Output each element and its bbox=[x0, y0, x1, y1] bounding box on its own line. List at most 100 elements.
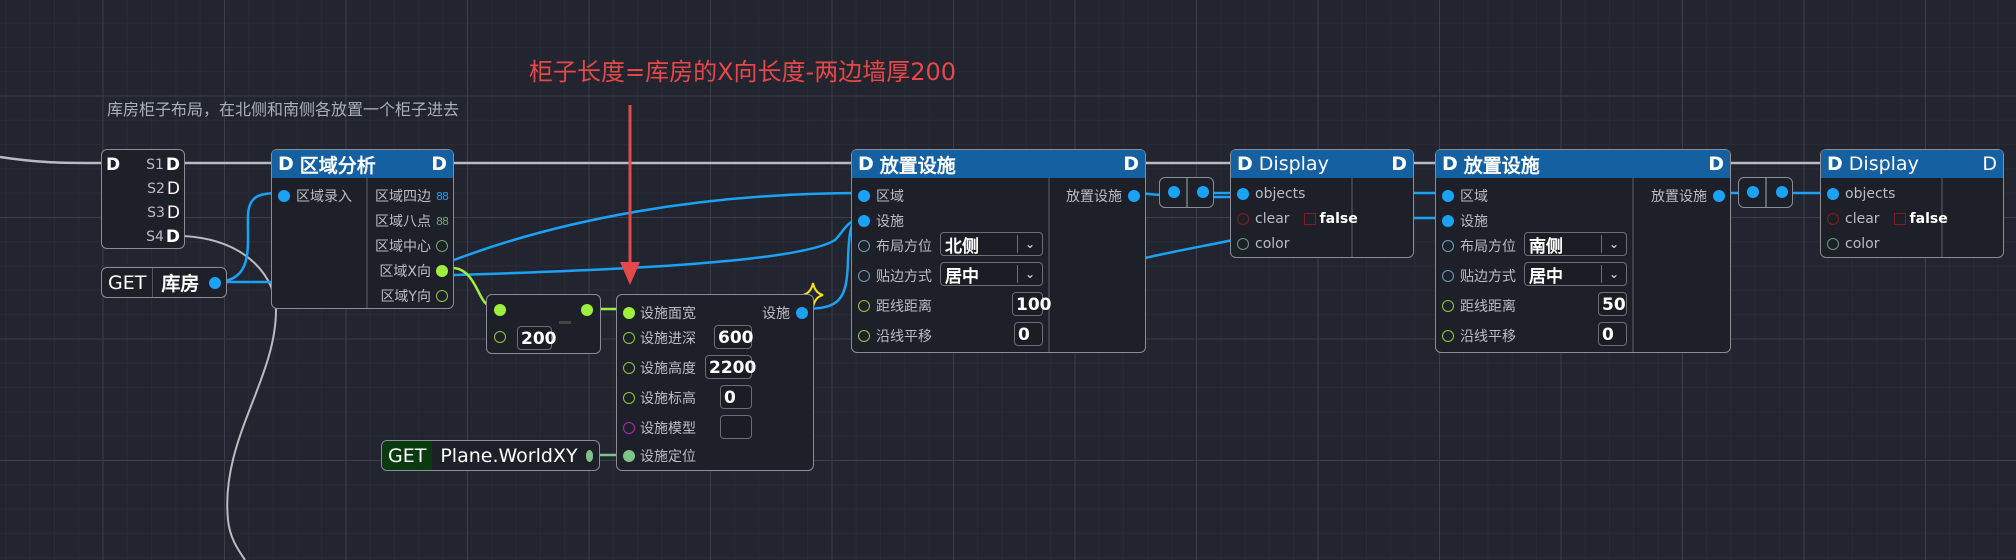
input-port[interactable] bbox=[1442, 330, 1454, 342]
chevron-down-icon[interactable]: ⌄ bbox=[1601, 235, 1626, 253]
shift-input[interactable]: 0 bbox=[1014, 322, 1043, 346]
input-port[interactable] bbox=[1442, 190, 1454, 202]
flow-in-icon[interactable]: D bbox=[106, 155, 121, 175]
input-facility-elevation[interactable]: 设施标高 bbox=[623, 388, 696, 408]
facility-elevation-input[interactable]: 0 bbox=[720, 385, 752, 409]
chevron-down-icon[interactable]: ⌄ bbox=[1017, 235, 1042, 253]
layout-select[interactable]: 北侧⌄ bbox=[940, 232, 1043, 257]
input-region-entry[interactable]: 区域录入 bbox=[278, 186, 352, 206]
edge-select[interactable]: 居中⌄ bbox=[1524, 262, 1627, 287]
input-facility-model[interactable]: 设施模型 bbox=[623, 418, 696, 438]
input-port[interactable] bbox=[623, 307, 635, 319]
flow-out-icon[interactable]: D bbox=[431, 153, 447, 175]
input-facility-width[interactable]: 设施面宽 bbox=[623, 303, 696, 323]
input-port[interactable] bbox=[623, 392, 635, 404]
input-edge[interactable]: 贴边方式 bbox=[858, 266, 932, 286]
subtract-value-input[interactable]: 200 bbox=[517, 326, 557, 350]
shift-input[interactable]: 0 bbox=[1598, 322, 1627, 346]
distance-input[interactable]: 50 bbox=[1598, 292, 1627, 316]
get-room-output-port[interactable] bbox=[209, 276, 221, 289]
flow-out-icon[interactable]: D bbox=[1123, 153, 1139, 175]
input-shift[interactable]: 沿线平移 bbox=[858, 326, 932, 346]
input-region[interactable]: 区域 bbox=[1442, 186, 1488, 206]
input-port[interactable] bbox=[623, 422, 635, 434]
output-port[interactable] bbox=[436, 265, 448, 277]
relay-input-port[interactable] bbox=[1168, 186, 1180, 198]
input-distance[interactable]: 距线距离 bbox=[1442, 296, 1516, 316]
display-1-header[interactable]: D Display D bbox=[1231, 150, 1413, 178]
subtract-node[interactable]: 200 bbox=[486, 294, 601, 354]
flow-in-icon[interactable]: D bbox=[858, 153, 874, 175]
output-region-y[interactable]: 区域Y向 bbox=[380, 286, 448, 306]
input-region[interactable]: 区域 bbox=[858, 186, 904, 206]
input-port[interactable] bbox=[858, 190, 870, 202]
layout-select[interactable]: 南侧⌄ bbox=[1524, 232, 1627, 257]
flow-in-icon[interactable]: D bbox=[1237, 153, 1253, 175]
relay-node[interactable] bbox=[1159, 177, 1214, 208]
flow-in-icon[interactable]: D bbox=[1827, 153, 1843, 175]
output-facility[interactable]: 设施 bbox=[762, 303, 808, 323]
input-layout[interactable]: 布局方位 bbox=[858, 236, 932, 256]
output-port[interactable] bbox=[436, 240, 448, 252]
list-port-icon[interactable]: 88 bbox=[436, 214, 449, 228]
output-port[interactable] bbox=[1713, 190, 1725, 202]
flow-out-icon[interactable]: D bbox=[1391, 153, 1407, 175]
output-port[interactable] bbox=[1128, 190, 1140, 202]
get-plane-node[interactable]: GET Plane.WorldXY bbox=[381, 440, 600, 471]
input-objects[interactable]: objects bbox=[1237, 186, 1305, 202]
place-south-node[interactable]: D 放置设施 D 放置设施 区域 设施 布局方位 南侧⌄ 贴边方式 居中⌄ 距线… bbox=[1435, 149, 1731, 353]
input-port[interactable] bbox=[1442, 300, 1454, 312]
flow-in-icon[interactable]: D bbox=[1442, 153, 1458, 175]
place-south-header[interactable]: D 放置设施 D bbox=[1436, 150, 1730, 178]
facility-height-input[interactable]: 2200 bbox=[705, 355, 756, 379]
input-port[interactable] bbox=[1827, 238, 1839, 250]
relay-output-port[interactable] bbox=[1197, 186, 1209, 198]
input-port[interactable] bbox=[1827, 188, 1839, 200]
output-placed[interactable]: 放置设施 bbox=[1066, 186, 1140, 206]
input-shift[interactable]: 沿线平移 bbox=[1442, 326, 1516, 346]
region-analysis-header[interactable]: D 区域分析 D bbox=[272, 150, 453, 178]
place-north-node[interactable]: D 放置设施 D 放置设施 区域 设施 布局方位 北侧⌄ 贴边方式 居中⌄ 距线… bbox=[851, 149, 1146, 353]
get-plane-output-port[interactable] bbox=[585, 449, 593, 462]
input-port[interactable] bbox=[1442, 215, 1454, 227]
input-distance[interactable]: 距线距离 bbox=[858, 296, 932, 316]
input-port[interactable] bbox=[1442, 240, 1454, 252]
input-layout[interactable]: 布局方位 bbox=[1442, 236, 1516, 256]
edge-select[interactable]: 居中⌄ bbox=[940, 262, 1043, 287]
input-edge[interactable]: 贴边方式 bbox=[1442, 266, 1516, 286]
place-north-header[interactable]: D 放置设施 D bbox=[852, 150, 1145, 178]
input-facility-depth[interactable]: 设施进深 bbox=[623, 328, 696, 348]
input-facility-height[interactable]: 设施高度 bbox=[623, 358, 696, 378]
clear-checkbox[interactable] bbox=[1893, 213, 1906, 225]
relay-input-port[interactable] bbox=[1747, 186, 1759, 198]
facility-model-input[interactable] bbox=[720, 415, 752, 439]
input-port[interactable] bbox=[1237, 213, 1249, 225]
relay-node[interactable] bbox=[1738, 177, 1793, 208]
input-color[interactable]: color bbox=[1827, 236, 1879, 252]
input-objects[interactable]: objects bbox=[1827, 186, 1895, 202]
list-port-icon[interactable]: 88 bbox=[436, 189, 449, 203]
input-port[interactable] bbox=[494, 331, 506, 343]
input-port[interactable] bbox=[1442, 270, 1454, 282]
input-port[interactable] bbox=[278, 190, 290, 202]
output-placed[interactable]: 放置设施 bbox=[1651, 186, 1725, 206]
distance-input[interactable]: 100 bbox=[1012, 292, 1052, 316]
chevron-down-icon[interactable]: ⌄ bbox=[1601, 265, 1626, 283]
input-facility[interactable]: 设施 bbox=[1442, 211, 1488, 231]
flow-out-icon[interactable]: D bbox=[1982, 153, 1997, 175]
input-facility-locate[interactable]: 设施定位 bbox=[623, 446, 696, 466]
input-port[interactable] bbox=[1827, 213, 1839, 225]
input-port[interactable] bbox=[623, 332, 635, 344]
